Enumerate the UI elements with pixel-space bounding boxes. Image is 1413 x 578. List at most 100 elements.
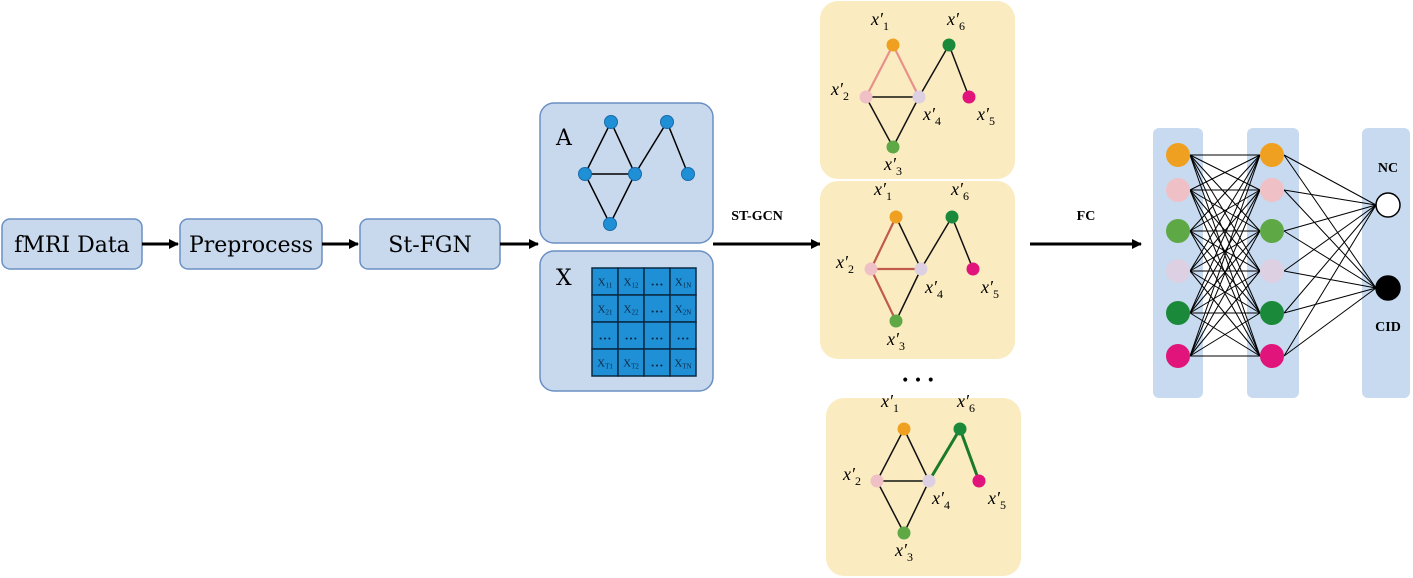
matrix-cell — [591, 348, 619, 377]
fc-network — [1166, 143, 1401, 368]
matrix-cell — [591, 267, 619, 296]
graph-node — [962, 90, 976, 104]
cid-output-neuron — [1375, 275, 1401, 301]
graph-node — [603, 217, 617, 231]
fc-edge — [1189, 154, 1261, 191]
fc-edge — [1283, 204, 1377, 272]
fc-edge — [1189, 189, 1261, 314]
matrix-cell-label: … — [599, 328, 612, 343]
matrix-cell-label: … — [625, 328, 638, 343]
input-neuron — [1166, 143, 1190, 167]
graph-node — [578, 167, 592, 181]
fc-edge — [1283, 270, 1377, 289]
graph-node — [859, 90, 873, 104]
fc-edge — [1189, 230, 1261, 357]
graph-edge — [870, 268, 897, 322]
input-neuron — [1166, 219, 1190, 243]
st-fgn-label: St-FGN — [388, 233, 471, 258]
graph-edge — [892, 44, 920, 98]
graph-edge — [865, 96, 894, 148]
graph-edge — [895, 216, 922, 270]
fc-edge — [1283, 189, 1377, 289]
graph-panel-1 — [820, 1, 1015, 179]
graph-edge — [876, 480, 905, 534]
graph-node — [886, 38, 900, 52]
graph-node — [889, 210, 903, 224]
graph-edge — [948, 44, 970, 98]
graph-node — [897, 422, 911, 436]
graph-edge — [876, 428, 905, 482]
hidden-neuron — [1260, 259, 1284, 283]
graph-node — [966, 262, 980, 276]
graph-edge — [903, 480, 930, 534]
matrix-cell-label: … — [651, 274, 664, 289]
preprocess-label: Preprocess — [189, 233, 313, 258]
graph-edge — [903, 428, 930, 482]
graph-node — [912, 90, 926, 104]
fc-edge — [1189, 154, 1261, 314]
fc-edge — [1189, 189, 1261, 357]
input-neuron — [1166, 344, 1190, 368]
graph-node — [945, 210, 959, 224]
graph-node — [681, 167, 695, 181]
input-neuron — [1166, 259, 1190, 283]
matrix-cell — [617, 348, 645, 377]
graph-panel-3 — [826, 398, 1021, 576]
hidden-neuron — [1260, 143, 1284, 167]
matrix-cell — [669, 321, 697, 350]
pipeline: fMRI Data Preprocess St-FGN — [1, 218, 539, 270]
adjacency-graph — [584, 121, 689, 225]
fc-label: FC — [1077, 209, 1096, 224]
graph-edge — [865, 44, 894, 98]
graph-edge — [870, 216, 897, 270]
matrix-cell-label: … — [651, 328, 664, 343]
nc-output-neuron — [1375, 192, 1401, 218]
fc-edge — [1189, 154, 1261, 357]
adjacency-nodes — [578, 115, 695, 231]
graph-edge — [895, 268, 922, 322]
graph-edge — [927, 428, 962, 482]
fc-edge — [1189, 270, 1261, 314]
fc-edge — [1189, 189, 1261, 232]
fc-edge — [1189, 189, 1261, 272]
adjacency-label: A — [555, 126, 573, 151]
ellipsis: • • • — [901, 373, 935, 389]
cid-label: CID — [1375, 320, 1401, 335]
hidden-neuron — [1260, 301, 1284, 325]
hidden-neuron — [1260, 219, 1284, 243]
graph-edge — [951, 216, 974, 270]
fc-edge — [1189, 270, 1261, 357]
graph-node — [897, 526, 911, 540]
graph-node — [628, 167, 642, 181]
fc-edge — [1283, 287, 1377, 357]
graph-node — [864, 262, 878, 276]
matrix-cell-label: … — [651, 355, 664, 370]
fc-edge — [1283, 204, 1377, 357]
fc-edge — [1283, 204, 1377, 314]
fc-edge — [1189, 312, 1261, 357]
fc-edge — [1189, 154, 1261, 232]
fc-edge — [1283, 154, 1377, 289]
graph-edge — [958, 428, 981, 482]
graph-node — [886, 140, 900, 154]
hidden-neuron — [1260, 344, 1284, 368]
graph-edge — [920, 216, 953, 270]
adjacency-panel: A — [539, 102, 714, 244]
st-gcn-label: ST-GCN — [731, 209, 783, 224]
graph-node — [660, 115, 674, 129]
adjacency-box — [539, 102, 714, 244]
graph-node — [604, 115, 618, 129]
output-layer-column — [1362, 128, 1410, 398]
feature-label: X — [556, 266, 572, 291]
matrix-cell — [669, 348, 697, 377]
graph-node — [942, 38, 956, 52]
input-neuron — [1166, 301, 1190, 325]
graph-edge — [892, 96, 920, 148]
input-neuron — [1166, 178, 1190, 202]
fc-edge — [1283, 287, 1377, 314]
nc-label: NC — [1378, 161, 1398, 176]
